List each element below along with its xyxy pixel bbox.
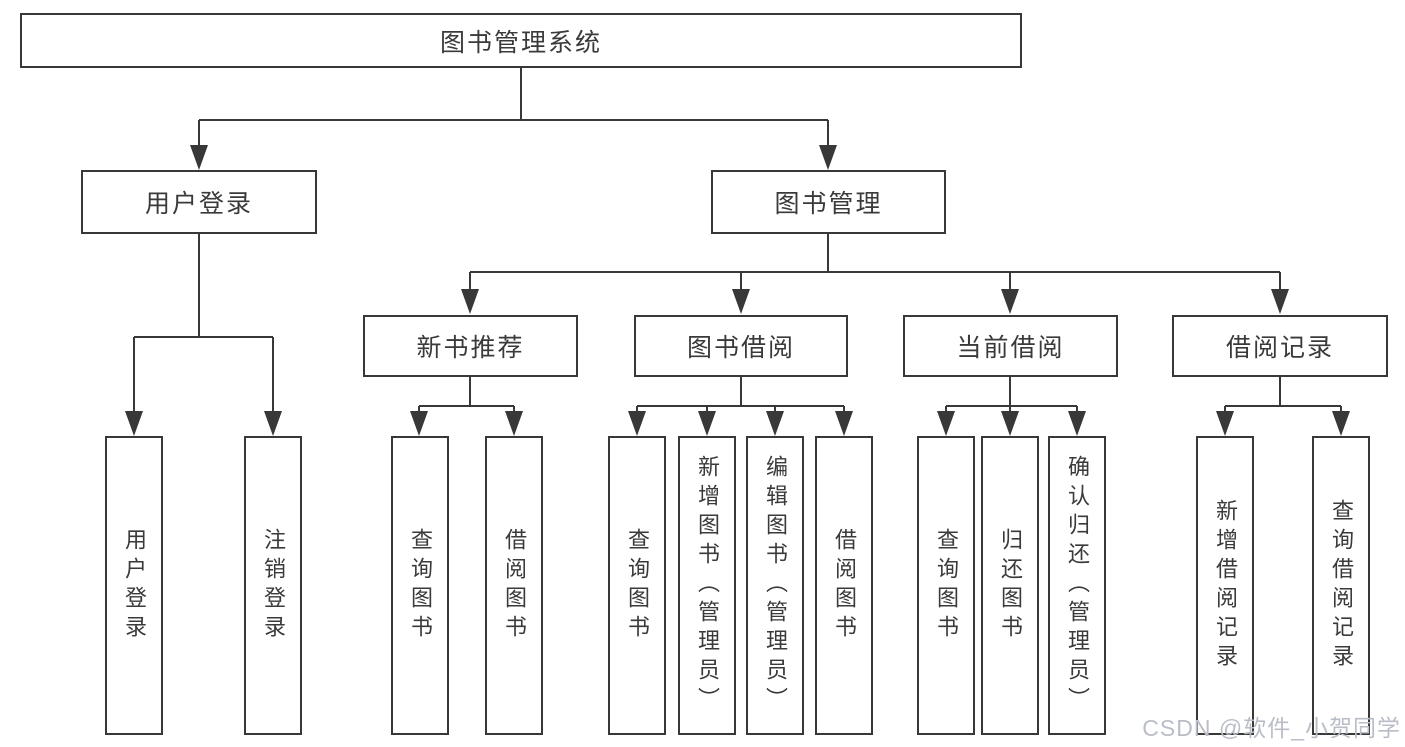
- arrowhead: [1001, 289, 1019, 314]
- connector-lines: [133, 68, 1342, 413]
- connector-path: [133, 68, 1342, 413]
- leaf-borrow-borrow-books: 借阅图书: [815, 436, 873, 735]
- arrowhead: [1216, 411, 1234, 436]
- node-library-management-system: 图书管理系统: [20, 13, 1022, 68]
- leaf-borrow-add-books-admin: 新增图书（管理员）: [678, 436, 736, 735]
- leaf-records-query-record: 查询借阅记录: [1312, 436, 1370, 735]
- leaf-borrow-query-books: 查询图书: [608, 436, 666, 735]
- arrowhead: [190, 145, 208, 170]
- arrowhead: [835, 411, 853, 436]
- arrowhead: [819, 145, 837, 170]
- leaf-user-login: 用户登录: [105, 436, 163, 735]
- node-user-login: 用户登录: [81, 170, 317, 234]
- arrowhead: [766, 411, 784, 436]
- leaf-current-return-books: 归还图书: [981, 436, 1039, 735]
- arrowhead: [732, 289, 750, 314]
- arrowhead: [1068, 411, 1086, 436]
- leaf-logout: 注销登录: [244, 436, 302, 735]
- leaf-records-add-record: 新增借阅记录: [1196, 436, 1254, 735]
- leaf-current-confirm-return-admin: 确认归还（管理员）: [1048, 436, 1106, 735]
- node-current-borrowing: 当前借阅: [903, 315, 1118, 377]
- arrowhead: [698, 411, 716, 436]
- arrowhead: [1271, 289, 1289, 314]
- node-book-management: 图书管理: [711, 170, 946, 234]
- leaf-newbooks-borrow-books: 借阅图书: [485, 436, 543, 735]
- arrowhead: [410, 411, 428, 436]
- arrowhead: [1001, 411, 1019, 436]
- arrowhead: [505, 411, 523, 436]
- arrowhead: [264, 411, 282, 436]
- csdn-watermark: CSDN @软件_小贺同学: [1142, 715, 1401, 741]
- node-new-book-recommend: 新书推荐: [363, 315, 578, 377]
- node-book-borrowing: 图书借阅: [634, 315, 848, 377]
- arrowheads: [125, 145, 1350, 436]
- leaf-current-query-books: 查询图书: [917, 436, 975, 735]
- node-borrowing-records: 借阅记录: [1172, 315, 1388, 377]
- leaf-borrow-edit-books-admin: 编辑图书（管理员）: [746, 436, 804, 735]
- arrowhead: [937, 411, 955, 436]
- arrowhead: [461, 289, 479, 314]
- arrowhead: [628, 411, 646, 436]
- arrowhead: [1332, 411, 1350, 436]
- arrowhead: [125, 411, 143, 436]
- leaf-newbooks-query-books: 查询图书: [391, 436, 449, 735]
